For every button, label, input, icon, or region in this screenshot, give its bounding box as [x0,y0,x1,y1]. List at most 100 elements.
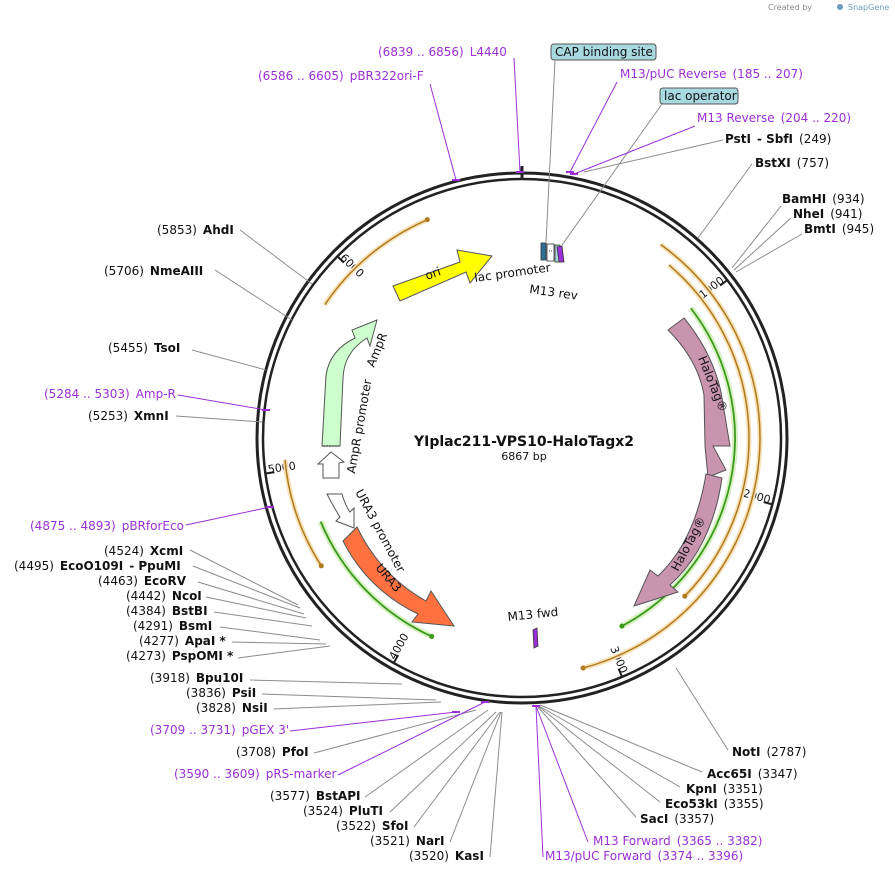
pfoi-text: (3708)PfoI [236,745,309,759]
label-acc65i[interactable]: Acc65I(3347) [707,767,798,781]
nhei-leader [733,217,792,271]
pspomi-name: PspOMI * [172,649,234,663]
label-pluti[interactable]: (3524)PluTI [303,804,383,818]
label-psti[interactable]: PstI- SbfI(249) [725,132,831,146]
label-ecorv[interactable]: (4463) EcoRV [98,574,187,588]
m13-rev-label: M13 rev [529,282,579,303]
tick-3000 [617,668,623,677]
ampr-promoter-arrow[interactable] [316,451,346,479]
label-nhei[interactable]: NheI(941) [793,207,862,221]
m13puc-fwd-pos: (3374 .. 3396) [658,849,744,863]
bstapi-name: BstAPI [316,789,361,803]
label-bstxi[interactable]: BstXI(757) [755,156,829,170]
snapgene-logo: SnapGene [848,3,889,12]
pgex3-pos: (3709 .. 3731) [150,723,236,737]
label-bstapi[interactable]: (3577)BstAPI [270,789,360,803]
label-bpu10i[interactable]: (3918)Bpu10I [150,671,243,685]
label-kasi[interactable]: (3520)KasI [409,849,484,863]
eco0109i-text: (4495)EcoO109I- PpuMI [14,559,181,573]
label-tsoi[interactable]: (5455)TsoI [108,341,180,355]
sfoi-leader [413,711,501,828]
label-m13-rev[interactable]: M13 Reverse(204 .. 220) [697,111,851,125]
label-eco53ki[interactable]: Eco53kI(3355) [665,797,764,811]
ori-label: ori [423,264,442,282]
label-bsmi[interactable]: (4291)BsmI [133,619,212,633]
psii-name: PsiI [232,686,256,700]
label-psii[interactable]: (3836)PsiI [186,686,256,700]
ecorv-pos: (4463) [98,574,138,588]
m13puc-rev-name: M13/pUC Reverse [620,67,727,81]
label-kpni[interactable]: KpnI(3351) [686,782,763,796]
label-xcmi[interactable]: (4524)XcmI [104,544,183,558]
label-bmti[interactable]: BmtI(945) [804,222,874,236]
label-ahdi[interactable]: (5853)AhdI [157,223,234,237]
label-pbr322ori[interactable]: (6586 .. 6605)pBR322ori-F [258,69,424,83]
tick-5000 [266,471,275,475]
label-m13-fwd[interactable]: M13 Forward(3365 .. 3382) [593,834,762,848]
amp-r-pos: (5284 .. 5303) [44,387,130,401]
label-nari[interactable]: (3521)NarI [370,834,444,848]
pgex3-leader [289,711,457,732]
ncoi-text: (4442)NcoI [126,589,202,603]
bstbi-leader [213,611,313,627]
feature-ura3[interactable]: URA3 [342,526,455,627]
lac-operator-box[interactable]: lac operator [659,87,739,105]
psii-text: (3836)PsiI [186,686,256,700]
label-xmni[interactable]: (5253)XmnI [88,409,169,423]
nhei-name: NheI [793,207,824,221]
label-bstbi[interactable]: (4384)BstBI [126,604,208,618]
label-m13puc-rev[interactable]: M13/pUC Reverse(185 .. 207) [620,67,803,81]
acc65i-text: Acc65I(3347) [707,767,798,781]
label-nmeaiii[interactable]: (5706) NmeAIII [104,264,203,278]
acc65i-leader [539,704,703,773]
label-pspomi[interactable]: (4273)PspOMI * [126,649,234,663]
label-l4440[interactable]: (6839 .. 6856)L4440 [378,45,507,59]
m13-fwd-pos: (3365 .. 3382) [677,834,763,848]
noti-text: NotI(2787) [732,745,806,759]
label-pbrforeco[interactable]: (4875 .. 4893)pBRforEco [30,519,184,533]
xcmi-text: (4524)XcmI [104,544,183,558]
tick-label-6000: 6000 [337,251,366,280]
feature-lac-cluster[interactable]: lac promoter M13 rev [473,242,579,303]
label-m13puc-fwd[interactable]: M13/pUC Forward(3374 .. 3396) [545,849,743,863]
tsoi-leader [191,349,267,371]
label-nsii[interactable]: (3828)NsiI [196,701,268,715]
nmeaiii-name: NmeAIII [150,264,203,278]
xmni-leader [175,415,263,423]
feature-ori[interactable]: ori [392,249,493,302]
tick-4000 [393,654,400,663]
ecorv-name: EcoRV [144,574,187,588]
feature-halotag-1[interactable]: HaloTag® [667,317,731,478]
arc-head-4 [318,563,324,569]
nmeaiii-pos: (5706) [104,264,144,278]
tsoi-name: TsoI [154,341,180,355]
label-prs-marker[interactable]: (3590 .. 3609)pRS-marker [174,767,336,781]
label-saci[interactable]: SacI(3357) [640,812,714,826]
apai-text: (4277)ApaI * [139,634,227,648]
label-pgex3[interactable]: (3709 .. 3731)pGEX 3' [150,723,289,737]
eco53ki-leader [537,705,661,803]
pluti-name: PluTI [349,804,383,818]
m13-fwd-text: M13 Forward(3365 .. 3382) [593,834,762,848]
nsii-text: (3828)NsiI [196,701,268,715]
label-bamhi[interactable]: BamHI(934) [782,192,865,206]
pspomi-leader [237,645,331,659]
label-noti[interactable]: NotI(2787) [732,745,806,759]
psti-leader [583,139,724,173]
label-pfoi[interactable]: (3708)PfoI [236,745,309,759]
sfoi-name: SfoI [382,819,409,833]
cap-binding-site-box[interactable]: CAP binding site [550,43,657,61]
label-eco0109i[interactable]: (4495)EcoO109I- PpuMI [14,559,181,573]
prs-marker-name: pRS-marker [266,767,337,781]
label-sfoi[interactable]: (3522)SfoI [336,819,408,833]
pluti-text: (3524)PluTI [303,804,383,818]
sfoi-text: (3522)SfoI [336,819,408,833]
label-apai[interactable]: (4277)ApaI * [139,634,227,648]
label-amp-r[interactable]: (5284 .. 5303)Amp-R [44,387,176,401]
feature-ampr[interactable]: AmpR AmpR promoter [321,319,390,475]
acc65i-name: Acc65I [707,767,752,781]
feature-m13-fwd[interactable]: M13 fwd [507,605,559,649]
label-ncoi[interactable]: (4442)NcoI [126,589,202,603]
pfoi-leader [313,709,477,754]
